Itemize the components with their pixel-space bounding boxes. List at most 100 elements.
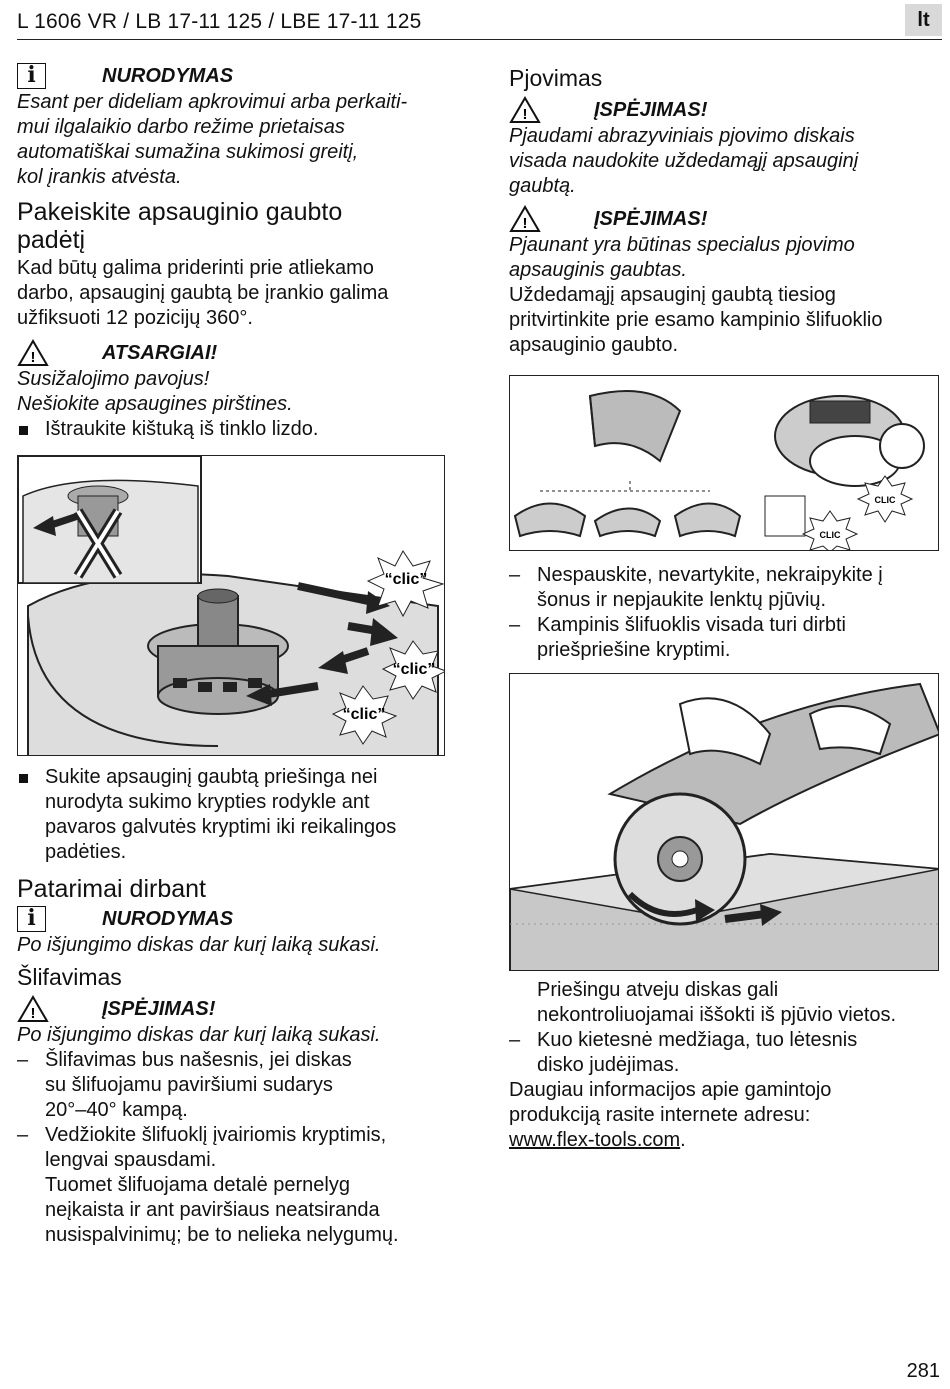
- warning-header: ! ĮSPĖJIMAS!: [509, 96, 943, 124]
- text-line: Nešiokite apsaugines pirštines.: [17, 393, 293, 415]
- section-heading-tips: Patarimai dirbant: [17, 875, 206, 903]
- note-label: NURODYMAS: [102, 64, 234, 87]
- right-column-lower: Priešingu atveju diskas gali nekontroliu…: [509, 978, 949, 1153]
- warning-label: ĮSPĖJIMAS!: [102, 997, 216, 1020]
- text-line: Nespauskite, nevartykite, nekraipykite į: [537, 564, 883, 586]
- section-heading-guard: Pakeiskite apsauginio gaubto padėtį: [17, 198, 457, 254]
- text-line: Esant per dideliam apkrovimui arba perka…: [17, 91, 408, 113]
- cutting-illustration: [510, 682, 938, 970]
- dash-marker: –: [17, 1124, 29, 1146]
- dash-item: – Vedžiokite šlifuoklį įvairiomis krypti…: [17, 1123, 457, 1173]
- text-line: Daugiau informacijos apie gamintojo: [509, 1079, 832, 1101]
- text-line: priešpriešine kryptimi.: [537, 639, 731, 661]
- clic-burst: [331, 685, 398, 745]
- clic-label: “clic”: [385, 571, 428, 588]
- text-line: pavaros galvutės kryptimi iki reikalingo…: [45, 816, 397, 838]
- clic-label: CLIC: [875, 495, 896, 505]
- note-text: Esant per dideliam apkrovimui arba perka…: [17, 90, 457, 190]
- info-icon: [17, 63, 46, 89]
- note-header: NURODYMAS: [17, 62, 457, 90]
- header-title: L 1606 VR / LB 17-11 125 / LBE 17-11 125: [17, 10, 422, 33]
- text-line: Kuo kietesnė medžiaga, tuo lėtesnis: [537, 1029, 858, 1051]
- text-line: nekontroliuojamai iššokti iš pjūvio viet…: [537, 1004, 897, 1026]
- text-line: 20°–40° kampą.: [45, 1099, 188, 1121]
- caution-label: ATSARGIAI!: [102, 341, 218, 364]
- text-line: su šlifuojamu paviršiumi sudarys: [45, 1074, 333, 1096]
- text-line: gaubtą.: [509, 175, 576, 197]
- text-line: Pjaunant yra būtinas specialus pjovimo: [509, 234, 855, 256]
- svg-text:!: !: [523, 215, 528, 232]
- svg-text:!: !: [31, 349, 36, 366]
- bullet-item: Sukite apsauginį gaubtą priešinga nei nu…: [17, 765, 457, 865]
- text-line: Pjaudami abrazyviniais pjovimo diskais: [509, 125, 855, 147]
- text-line: produkciją rasite internete adresu:: [509, 1104, 811, 1126]
- dash-marker: –: [509, 564, 521, 586]
- text-line: Vedžiokite šlifuoklį įvairiomis kryptimi…: [45, 1124, 387, 1146]
- warning-header: ! ĮSPĖJIMAS!: [509, 205, 943, 233]
- cutting-guard-figure: CLIC CLIC: [509, 375, 939, 551]
- text-line: apsauginis gaubtas.: [509, 259, 687, 281]
- clic-burst: [381, 640, 444, 700]
- warning-text: Po išjungimo diskas dar kurį laiką sukas…: [17, 1024, 381, 1046]
- text-line: Kad būtų galima priderinti prie atliekam…: [17, 257, 374, 279]
- cutting-guard-illustration: CLIC CLIC: [513, 390, 925, 550]
- text-line: lengvai spausdami.: [45, 1149, 217, 1171]
- note-label: NURODYMAS: [102, 907, 234, 930]
- text-line: Uždedamąjį apsauginį gaubtą tiesiog: [509, 284, 836, 306]
- clic-label: “clic”: [343, 706, 386, 723]
- website-link[interactable]: www.flex-tools.com: [509, 1129, 681, 1151]
- dash-marker: –: [17, 1049, 29, 1071]
- clic-burst: [366, 550, 444, 618]
- clic-burst: [856, 475, 914, 523]
- note-header: NURODYMAS: [17, 905, 457, 933]
- warning-text: Pjaudami abrazyviniais pjovimo diskais v…: [509, 124, 943, 199]
- section-heading-cutting: Pjovimas: [509, 65, 603, 91]
- warning-label: ĮSPĖJIMAS!: [594, 98, 708, 121]
- text-line: disko judėjimas.: [537, 1054, 680, 1076]
- svg-text:!: !: [31, 1005, 36, 1022]
- warning-text: Pjaunant yra būtinas specialus pjovimo a…: [509, 233, 943, 283]
- text-line: visada naudokite uždedamąjį apsauginį: [509, 150, 859, 172]
- text-line: šonus ir nepjaukite lenktų pjūvių.: [537, 589, 827, 611]
- caution-header: ! ATSARGIAI!: [17, 339, 457, 367]
- text-line: apsauginio gaubto.: [509, 334, 679, 356]
- continued-text: Priešingu atveju diskas gali nekontroliu…: [509, 978, 949, 1028]
- text-line: padėties.: [45, 841, 127, 863]
- left-column: NURODYMAS Esant per dideliam apkrovimui …: [17, 62, 457, 442]
- left-column-lower: Sukite apsauginį gaubtą priešinga nei nu…: [17, 765, 457, 1248]
- caution-text: Susižalojimo pavojus! Nešiokite apsaugin…: [17, 367, 457, 417]
- text-line: automatiškai sumažina sukimosi greitį,: [17, 141, 359, 163]
- text-line: neįkaista ir ant paviršiaus neatsiranda: [45, 1199, 380, 1221]
- guard-text: Kad būtų galima priderinti prie atliekam…: [17, 256, 457, 331]
- note-text: Po išjungimo diskas dar kurį laiką sukas…: [17, 934, 381, 956]
- page-number: 281: [906, 1360, 940, 1382]
- cut-text: Uždedamąjį apsauginį gaubtą tiesiog prit…: [509, 283, 943, 358]
- warning-triangle-icon: !: [509, 96, 541, 123]
- dash-item: – Šlifavimas bus našesnis, jei diskas su…: [17, 1048, 457, 1123]
- dash-item: – Kuo kietesnė medžiaga, tuo lėtesnis di…: [509, 1028, 949, 1078]
- warning-triangle-icon: !: [509, 205, 541, 232]
- dash-marker: –: [509, 614, 521, 636]
- text-line: nurodyta sukimo krypties rodykle ant: [45, 791, 370, 813]
- heading-line: padėtį: [17, 226, 86, 254]
- text-line: Priešingu atveju diskas gali: [537, 979, 779, 1001]
- grinder-guard-illustration: “clic” “clic” “clic”: [18, 456, 444, 755]
- section-heading-grinding: Šlifavimas: [17, 964, 122, 990]
- text-line: darbo, apsauginį gaubtą be įrankio galim…: [17, 282, 389, 304]
- clic-label: “clic”: [393, 661, 436, 678]
- dash-item: – Nespauskite, nevartykite, nekraipykite…: [509, 563, 943, 613]
- dash-item: – Kampinis šlifuoklis visada turi dirbti…: [509, 613, 943, 663]
- warning-label: ĮSPĖJIMAS!: [594, 207, 708, 230]
- text-line: užfiksuoti 12 pozicijų 360°.: [17, 307, 253, 329]
- text-line: Kampinis šlifuoklis visada turi dirbti: [537, 614, 847, 636]
- text-line: Šlifavimas bus našesnis, jei diskas: [45, 1049, 352, 1071]
- text-line: Susižalojimo pavojus!: [17, 368, 210, 390]
- text-line: Tuomet šlifuojama detalė pernelyg: [45, 1174, 350, 1196]
- warning-header: ! ĮSPĖJIMAS!: [17, 995, 457, 1023]
- bullet-item: Ištraukite kištuką iš tinklo lizdo.: [17, 417, 457, 442]
- text-line: kol įrankis atvėsta.: [17, 166, 182, 188]
- header-divider: [17, 39, 942, 40]
- text-line: Sukite apsauginį gaubtą priešinga nei: [45, 766, 378, 788]
- info-icon: [17, 906, 46, 932]
- text-line: pritvirtinkite prie esamo kampinio šlifu…: [509, 309, 883, 331]
